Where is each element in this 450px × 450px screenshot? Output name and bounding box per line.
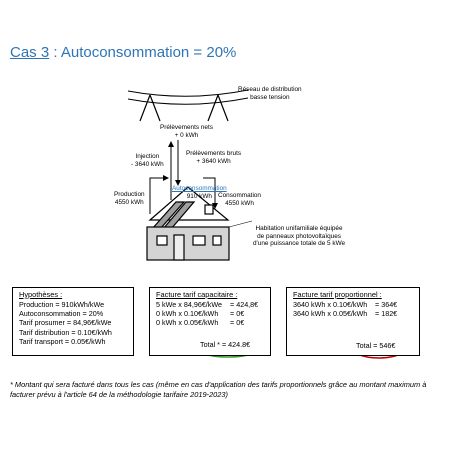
house-description: Habitation unifamiliale équipée de panne… bbox=[253, 225, 346, 248]
capacitaire-invoice-box: Facture tarif capacitaire : 5 kWe x 84,9… bbox=[149, 287, 271, 356]
proportionnel-row: 3640 kWh x 0.10€/kWh= 364€ bbox=[293, 300, 398, 309]
page-title: Cas 3 : Autoconsommation = 20% bbox=[10, 44, 236, 61]
autoconsumption-label: Autoconsommation 910 kWh bbox=[172, 185, 227, 200]
net-withdrawal-label: Prélèvements nets + 0 kWh bbox=[160, 124, 213, 139]
footnote: * Montant qui sera facturé dans tous les… bbox=[10, 380, 427, 399]
hypothesis-line: Tarif distribution = 0.10€/kWh bbox=[19, 327, 112, 337]
capacitaire-total: Total * = 424.8€ bbox=[200, 340, 251, 349]
case-label: Cas 3 bbox=[10, 44, 50, 61]
consumption-arrow bbox=[203, 177, 218, 209]
power-line-bottom bbox=[127, 97, 249, 105]
power-line-top bbox=[127, 89, 249, 97]
capacitaire-header: Facture tarif capacitaire : bbox=[156, 290, 238, 299]
hypothesis-line: Production = 910kWh/kWe bbox=[19, 300, 105, 309]
hypothesis-line: Autoconsommation = 20% bbox=[19, 309, 104, 319]
production-label: Production 4550 kWh bbox=[114, 191, 145, 206]
capacitaire-row: 5 kWe x 84,96€/kWe= 424,8€ bbox=[156, 300, 259, 309]
capacitaire-row: 0 kWh x 0.10€/kWh= 0€ bbox=[156, 309, 245, 319]
house-icon bbox=[146, 186, 230, 261]
hypotheses-header: Hypothèses : bbox=[19, 290, 63, 299]
pylon-left bbox=[139, 94, 161, 122]
consumption-label: Consommation 4550 kWh bbox=[218, 192, 261, 207]
proportionnel-header: Facture tarif proportionnel : bbox=[293, 290, 382, 299]
proportionnel-total: Total = 546€ bbox=[356, 341, 396, 350]
capacitaire-row: 0 kWh x 0.05€/kWh= 0€ bbox=[156, 318, 245, 328]
network-label: Réseau de distribution basse tension bbox=[238, 86, 302, 101]
title-text: : Autoconsommation = 20% bbox=[49, 44, 237, 61]
gross-withdrawal-label: Prélèvements bruts + 3640 kWh bbox=[186, 150, 242, 165]
production-arrow bbox=[149, 175, 169, 214]
injection-label: Injection - 3640 kWh bbox=[131, 153, 164, 168]
proportionnel-invoice-box: Facture tarif proportionnel : 3640 kWh x… bbox=[286, 287, 420, 356]
hypothesis-line: Tarif prosumer = 84,96€/kWe bbox=[19, 318, 112, 328]
house-callout-line bbox=[228, 220, 253, 228]
hypotheses-box: Hypothèses : Production = 910kWh/kWe Aut… bbox=[12, 287, 134, 356]
pylon-right bbox=[207, 94, 229, 122]
proportionnel-row: 3640 kWh x 0.05€/kWh= 182€ bbox=[293, 309, 398, 319]
hypothesis-line: Tarif transport = 0.05€/kWh bbox=[19, 336, 106, 346]
